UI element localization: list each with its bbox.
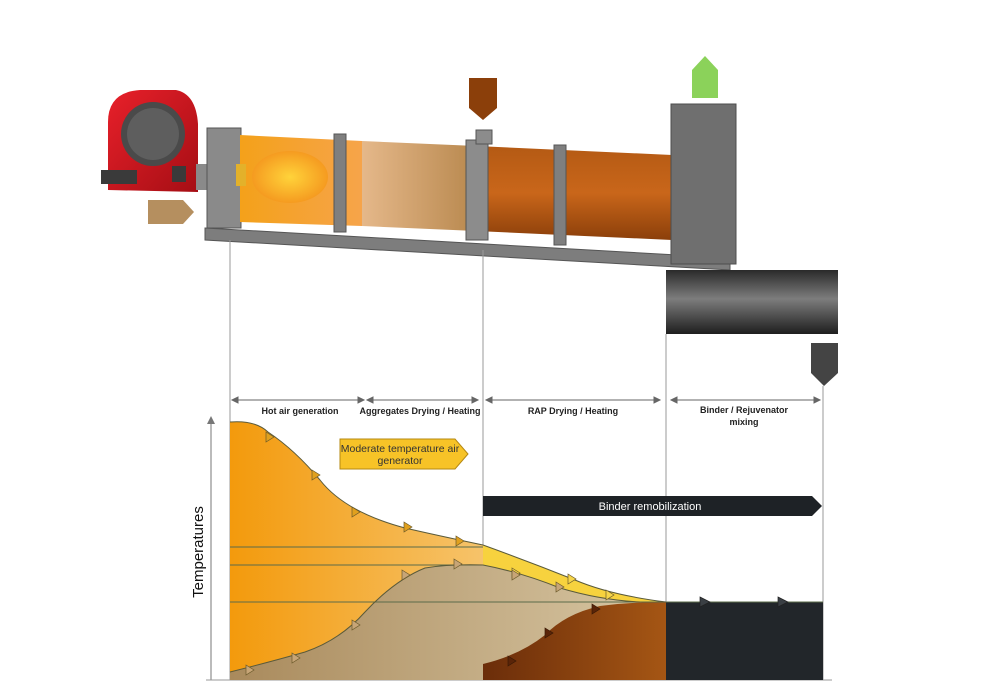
moderate-callout-line1: Moderate temperature air xyxy=(341,443,460,455)
phase-rap-label: RAP Drying / Heating xyxy=(528,406,618,416)
exhaust-arrow-icon xyxy=(692,56,718,98)
binder-pipe xyxy=(666,270,838,334)
rap-area xyxy=(483,602,666,680)
phase-binder-label-line1: Binder / Rejuvenator xyxy=(700,405,789,415)
phase-hot-air-label: Hot air generation xyxy=(261,406,338,416)
phase-aggregates-label: Aggregates Drying / Heating xyxy=(359,406,480,416)
binder-remobilization-bar: Binder remobilization xyxy=(483,496,822,516)
y-axis-title: Temperatures xyxy=(190,506,207,598)
moderate-callout-line2: generator xyxy=(378,455,423,467)
exhaust-housing xyxy=(670,103,737,265)
drum-support-frame xyxy=(204,127,731,271)
burner xyxy=(101,90,212,192)
aggregate-feed-arrow-icon xyxy=(148,200,194,224)
binder-remobilization-label: Binder remobilization xyxy=(599,501,702,513)
rap-feed-arrow-icon xyxy=(469,78,497,120)
flame xyxy=(252,151,328,203)
phase-arrows xyxy=(230,396,822,404)
temperature-profile xyxy=(206,416,832,681)
rotary-drum xyxy=(236,129,672,246)
binder-area xyxy=(666,602,823,680)
phase-binder-label-line2: mixing xyxy=(729,417,758,427)
moderate-temperature-callout: Moderate temperature air generator xyxy=(339,438,469,470)
binder-feed-arrow-icon xyxy=(811,343,838,386)
